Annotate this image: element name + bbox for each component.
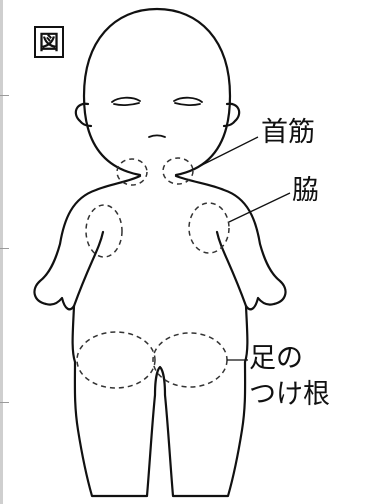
- neck-leader-line: [189, 136, 259, 172]
- mouth: [148, 134, 166, 138]
- armpit-leader-line: [228, 192, 291, 223]
- left-arm-inner-line: [72, 230, 105, 308]
- right-arm-inner-line: [215, 230, 248, 308]
- callout-groin-line2: つけ根: [249, 379, 330, 410]
- figure-label: 図: [34, 26, 64, 58]
- callout-armpit: 脇: [292, 175, 319, 206]
- callout-neck: 首筋: [261, 117, 315, 148]
- left-ear: [74, 102, 93, 128]
- border-tick: [0, 402, 9, 403]
- left-eye: [111, 96, 141, 103]
- right-ear: [222, 102, 241, 128]
- neck-left-oval: [116, 158, 148, 186]
- groin-left-oval: [76, 331, 156, 389]
- armpit-right-oval: [188, 202, 230, 254]
- neck-right-oval: [162, 157, 194, 185]
- armpit-left-oval: [85, 204, 123, 258]
- border-tick: [0, 248, 9, 249]
- left-border-line: [0, 0, 3, 504]
- head-outline: [82, 7, 232, 177]
- body-outline: [33, 174, 287, 498]
- right-eye: [173, 96, 203, 103]
- callout-groin-line1: 足の: [249, 343, 303, 374]
- border-tick: [0, 95, 9, 96]
- left-eyelid: [113, 102, 140, 106]
- right-eyelid: [174, 102, 201, 106]
